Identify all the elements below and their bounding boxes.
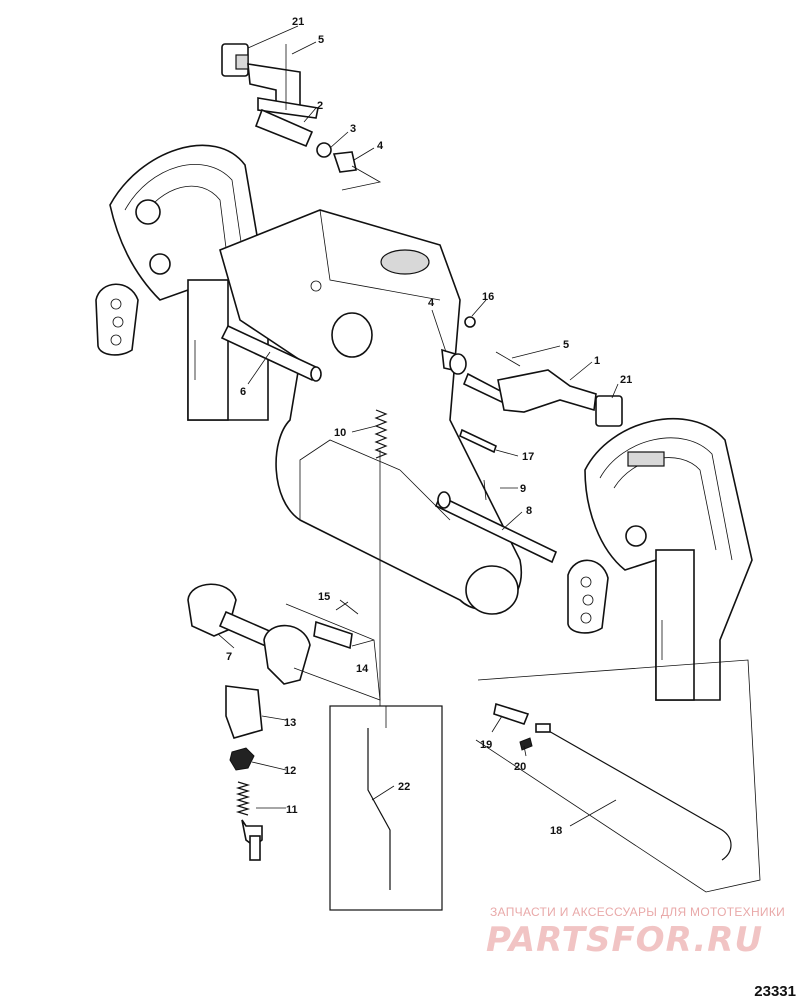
callout-2: 2 <box>317 100 323 112</box>
callout-16: 16 <box>482 291 494 303</box>
inset-box <box>329 705 443 911</box>
shaft-8 <box>434 479 558 564</box>
callout-11: 11 <box>286 804 298 816</box>
callout-19: 19 <box>480 739 492 751</box>
tilt-rod-18 <box>493 702 732 861</box>
document-number: 23331 <box>754 983 796 1000</box>
watermark-logo: PARTSFOR.RU <box>486 920 764 960</box>
watermark-tagline: ЗАПЧАСТИ И АКСЕССУАРЫ ДЛЯ МОТОТЕХНИКИ <box>490 905 786 919</box>
callout-3: 3 <box>350 123 356 135</box>
callout-10: 10 <box>334 427 346 439</box>
rod-11 <box>235 781 263 861</box>
callout-5-right: 5 <box>563 339 569 351</box>
tube-6 <box>220 324 322 382</box>
pin-17 <box>459 428 519 457</box>
callout-18: 18 <box>550 825 562 837</box>
callout-13: 13 <box>284 717 296 729</box>
callout-15: 15 <box>318 591 330 603</box>
right-clamp-bracket <box>567 417 753 701</box>
callout-1: 1 <box>594 355 600 367</box>
callout-21-top: 21 <box>292 16 304 28</box>
callout-5-top: 5 <box>318 34 324 46</box>
lever-assembly-7 <box>187 583 359 685</box>
spring-10 <box>374 409 388 459</box>
callout-17: 17 <box>522 451 534 463</box>
right-bracket-assembly <box>441 316 623 427</box>
top-bracket-assembly <box>221 43 382 191</box>
clevis-13 <box>225 685 263 739</box>
callout-7: 7 <box>226 651 232 663</box>
callout-9: 9 <box>520 483 526 495</box>
callout-4-top: 4 <box>377 140 384 152</box>
callout-22: 22 <box>398 781 410 793</box>
callout-labels: 21 5 2 3 4 16 4 5 1 21 6 10 17 9 8 15 7 … <box>226 16 632 837</box>
leader-lines <box>217 25 761 893</box>
callout-6: 6 <box>240 386 246 398</box>
callout-8: 8 <box>526 505 532 517</box>
callout-14: 14 <box>356 663 369 675</box>
callout-12: 12 <box>284 765 296 777</box>
nut-12 <box>229 747 255 771</box>
callout-21-right: 21 <box>620 374 632 386</box>
callout-20: 20 <box>514 761 526 773</box>
callout-4-right: 4 <box>428 297 435 309</box>
